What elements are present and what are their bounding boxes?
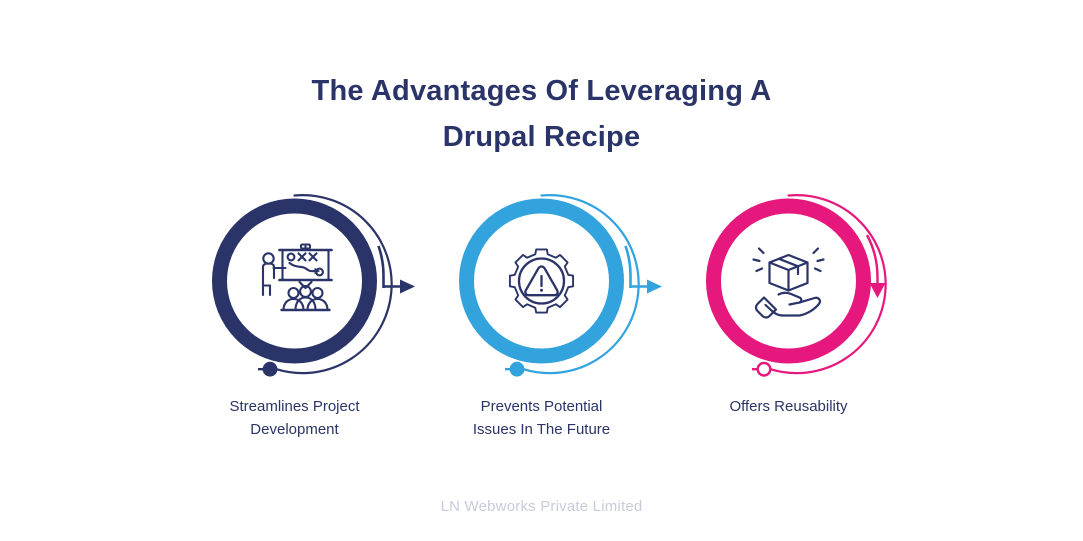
advantage-card-offers-reusability[interactable]: Offers Reusability — [665, 185, 912, 455]
advantage-label-3-line-1: Offers Reusability — [729, 398, 848, 415]
filled-dot-marker-1 — [262, 361, 278, 377]
thick-ring-3 — [706, 198, 871, 364]
ring-graphic-2 — [418, 185, 665, 385]
title-line-2: Drupal Recipe — [442, 121, 641, 153]
page-title: The Advantages Of Leveraging A Drupal Re… — [0, 68, 1083, 160]
arrow-right-icon-2 — [647, 279, 662, 294]
presentation-training-icon — [261, 243, 333, 312]
title-line-1: The Advantages Of Leveraging A — [311, 75, 772, 107]
advantage-label-1: Streamlines Project Development — [171, 395, 418, 441]
arrow-right-icon-1 — [400, 279, 415, 294]
ring-svg-1 — [212, 194, 415, 377]
advantage-label-2-line-2: Issues In The Future — [472, 421, 611, 438]
advantages-row: Streamlines Project Development — [0, 185, 1083, 455]
advantage-label-1-line-2: Development — [250, 421, 339, 438]
hollow-dot-marker-3 — [756, 361, 772, 377]
filled-dot-marker-2 — [509, 361, 525, 377]
advantage-label-3: Offers Reusability — [665, 395, 912, 418]
thick-ring-2 — [459, 198, 624, 364]
gear-warning-icon — [508, 248, 575, 314]
advantage-card-prevents-potential-issues[interactable]: Prevents Potential Issues In The Future — [418, 185, 665, 455]
footer-attribution: LN Webworks Private Limited — [440, 498, 643, 515]
ring-graphic-1 — [171, 185, 418, 385]
outer-arc-arrow-right-2 — [505, 194, 662, 377]
ring-svg-2 — [459, 194, 662, 377]
ring-svg-3 — [706, 194, 887, 377]
thick-ring-1 — [212, 198, 377, 364]
outer-arc-arrow-right-1 — [258, 194, 415, 377]
advantage-card-streamlines-project-development[interactable]: Streamlines Project Development — [171, 185, 418, 455]
hand-holding-box-icon — [752, 247, 825, 319]
advantage-label-2-line-1: Prevents Potential — [480, 398, 603, 415]
advantage-label-2: Prevents Potential Issues In The Future — [418, 395, 665, 441]
advantage-label-1-line-1: Streamlines Project — [229, 398, 360, 415]
outer-arc-arrow-down-3 — [752, 194, 887, 377]
arrow-down-icon-3 — [869, 283, 886, 298]
ring-graphic-3 — [665, 185, 912, 385]
